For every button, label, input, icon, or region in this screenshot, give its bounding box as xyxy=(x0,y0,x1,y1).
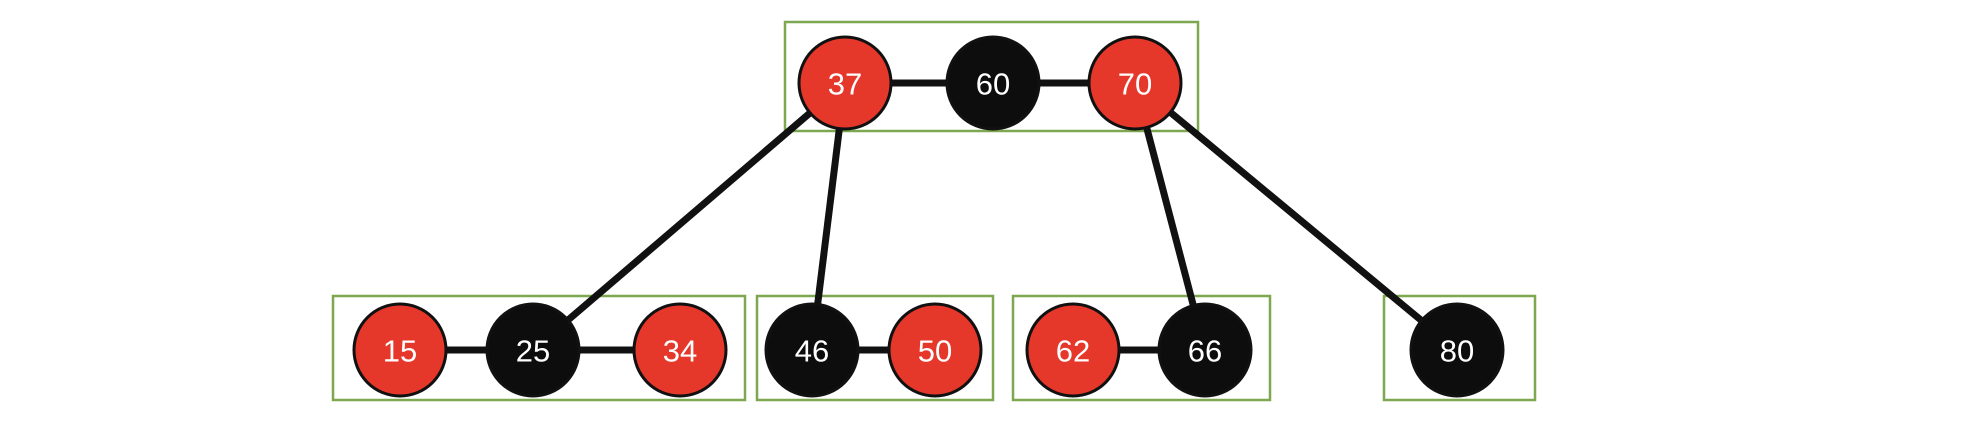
tree-edge-37-25 xyxy=(530,80,848,353)
tree-node-15[interactable]: 15 xyxy=(352,302,448,398)
node-circle-62[interactable] xyxy=(1025,302,1121,398)
node-circle-50[interactable] xyxy=(887,302,983,398)
tree-node-60[interactable]: 60 xyxy=(945,35,1041,131)
tree-node-34[interactable]: 34 xyxy=(632,302,728,398)
tree-edge-70-80 xyxy=(1132,80,1460,353)
tree-node-25[interactable]: 25 xyxy=(485,302,581,398)
tree-node-37[interactable]: 37 xyxy=(797,35,893,131)
node-circle-70[interactable] xyxy=(1087,35,1183,131)
tree-node-62[interactable]: 62 xyxy=(1025,302,1121,398)
leaf-group-15-25-34 xyxy=(331,294,747,402)
leaf-group-80 xyxy=(1382,294,1537,402)
node-circle-60[interactable] xyxy=(945,35,1041,131)
tree-node-66[interactable]: 66 xyxy=(1157,302,1253,398)
node-layer: 37 60 70 15 25 34 46 50 62 66 80 xyxy=(352,35,1505,398)
node-circle-37[interactable] xyxy=(797,35,893,131)
tree-node-50[interactable]: 50 xyxy=(887,302,983,398)
leaf-group-62-66 xyxy=(1011,294,1272,402)
tree-node-80[interactable]: 80 xyxy=(1409,302,1505,398)
group-box-layer xyxy=(331,20,1537,402)
node-circle-25[interactable] xyxy=(485,302,581,398)
node-circle-46[interactable] xyxy=(764,302,860,398)
node-circle-80[interactable] xyxy=(1409,302,1505,398)
tree-node-46[interactable]: 46 xyxy=(764,302,860,398)
tree-node-70[interactable]: 70 xyxy=(1087,35,1183,131)
leaf-group-46-50 xyxy=(755,294,995,402)
node-circle-15[interactable] xyxy=(352,302,448,398)
node-circle-66[interactable] xyxy=(1157,302,1253,398)
node-circle-34[interactable] xyxy=(632,302,728,398)
root-group-37-60-70 xyxy=(783,20,1200,133)
